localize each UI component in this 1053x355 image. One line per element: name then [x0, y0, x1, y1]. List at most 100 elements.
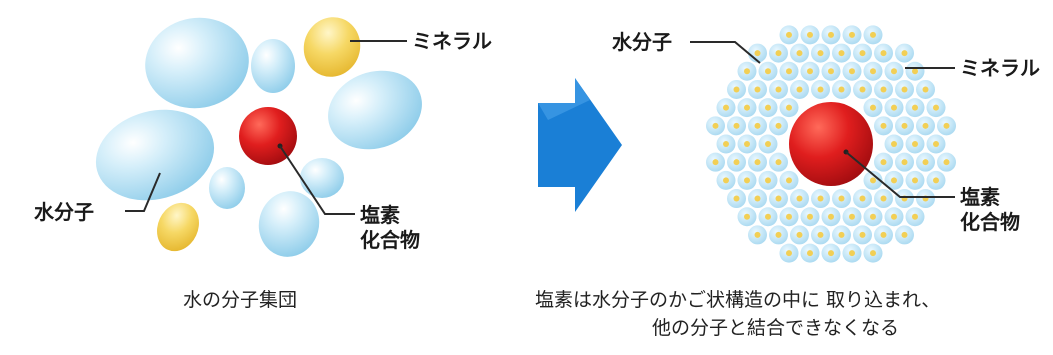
mineral-dot — [786, 213, 792, 220]
mineral-dot — [754, 195, 761, 202]
mineral-dot — [870, 213, 876, 220]
mineral-dot — [744, 104, 750, 111]
mineral-dot — [838, 86, 845, 93]
water-droplet — [209, 167, 245, 209]
mineral-dot — [870, 31, 876, 38]
mineral-dot — [943, 159, 950, 166]
mineral-dot — [796, 195, 803, 202]
mineral-dot — [744, 68, 750, 75]
mineral-dot — [870, 250, 876, 257]
mineral-dot — [891, 177, 897, 184]
mineral-dot — [859, 86, 866, 93]
mineral-dot — [733, 122, 740, 129]
mineral-dot — [901, 86, 908, 93]
mineral-dot — [838, 50, 845, 57]
water-droplet — [258, 191, 320, 257]
right-cage — [706, 25, 956, 263]
mineral-dot — [891, 104, 897, 111]
mineral-dot — [828, 31, 834, 38]
water-droplet — [251, 39, 295, 93]
mineral-dot — [901, 122, 908, 129]
mineral-dot — [838, 231, 845, 238]
mineral-dot — [828, 213, 834, 220]
caption-right-line1: 塩素は水分子のかご状構造の中に 取り込まれ、 — [535, 289, 941, 311]
mineral-dot — [901, 231, 908, 238]
mineral-dot — [880, 86, 887, 93]
leader-line-chlorine — [279, 145, 355, 215]
water-droplet — [145, 17, 249, 109]
water-droplet — [328, 70, 422, 150]
mineral-dot — [828, 250, 834, 257]
mineral-dot — [754, 159, 761, 166]
mineral-dot — [775, 231, 782, 238]
mineral-dot — [870, 177, 876, 184]
mineral-dot — [775, 86, 782, 93]
mineral-dot — [796, 86, 803, 93]
mineral-dot — [859, 50, 866, 57]
mineral-dot — [786, 31, 792, 38]
mineral-dot — [754, 122, 761, 129]
mineral-dot — [922, 122, 929, 129]
mineral-dot — [807, 68, 813, 75]
mineral-dot — [786, 177, 792, 184]
mineral-dot — [922, 159, 929, 166]
mineral-dot — [733, 159, 740, 166]
mineral-dot — [807, 31, 813, 38]
mineral-dot — [712, 122, 719, 129]
mineral-dot — [880, 122, 887, 129]
mineral-dot — [744, 177, 750, 184]
mineral-dot — [901, 159, 908, 166]
label-water-right: 水分子 — [612, 30, 672, 54]
water-droplet — [95, 109, 215, 201]
mineral-dot — [891, 213, 897, 220]
label-chlorine-left-line1: 塩素 — [360, 203, 400, 227]
mineral-dot — [817, 231, 824, 238]
mineral-dot — [817, 195, 824, 202]
mineral-droplet — [303, 17, 361, 77]
mineral-dot — [859, 195, 866, 202]
mineral-dot — [933, 141, 939, 147]
mineral-dot — [912, 177, 918, 184]
label-mineral-right: ミネラル — [960, 56, 1040, 80]
mineral-dot — [807, 250, 813, 257]
label-mineral-left: ミネラル — [412, 29, 492, 53]
mineral-dot — [880, 50, 887, 57]
leader-line-chlorine — [845, 151, 955, 198]
mineral-dot — [817, 86, 824, 93]
mineral-dot — [838, 195, 845, 202]
label-chlorine-right-line1: 塩素 — [960, 185, 1000, 209]
mineral-dot — [891, 141, 897, 147]
mineral-dot — [796, 231, 803, 238]
mineral-dot — [922, 86, 929, 93]
mineral-dot — [912, 68, 918, 75]
mineral-dot — [744, 213, 750, 220]
mineral-dot — [775, 50, 782, 57]
mineral-dot — [765, 68, 771, 75]
left-cluster — [95, 17, 422, 257]
mineral-dot — [796, 50, 803, 57]
caption-right-line2: 他の分子と結合できなくなる — [652, 317, 900, 339]
mineral-dot — [733, 86, 740, 93]
mineral-dot — [775, 122, 782, 129]
label-chlorine-right-line2: 化合物 — [960, 210, 1020, 234]
right-center — [690, 41, 955, 198]
water-droplet — [300, 158, 344, 198]
mineral-dot — [912, 104, 918, 111]
mineral-dot — [786, 250, 792, 257]
mineral-dot — [849, 31, 855, 38]
mineral-dot — [943, 122, 950, 129]
mineral-dot — [754, 50, 761, 57]
mineral-dot — [807, 213, 813, 220]
mineral-dot — [765, 177, 771, 184]
transition-arrow — [538, 78, 622, 212]
mineral-dot — [817, 50, 824, 57]
caption-left: 水の分子集団 — [183, 289, 298, 311]
mineral-dot — [775, 159, 782, 166]
mineral-dot — [775, 195, 782, 202]
mineral-dot — [859, 231, 866, 238]
mineral-dot — [870, 68, 876, 75]
mineral-dot — [723, 141, 729, 147]
mineral-dot — [912, 213, 918, 220]
label-chlorine-left-line2: 化合物 — [360, 228, 420, 252]
